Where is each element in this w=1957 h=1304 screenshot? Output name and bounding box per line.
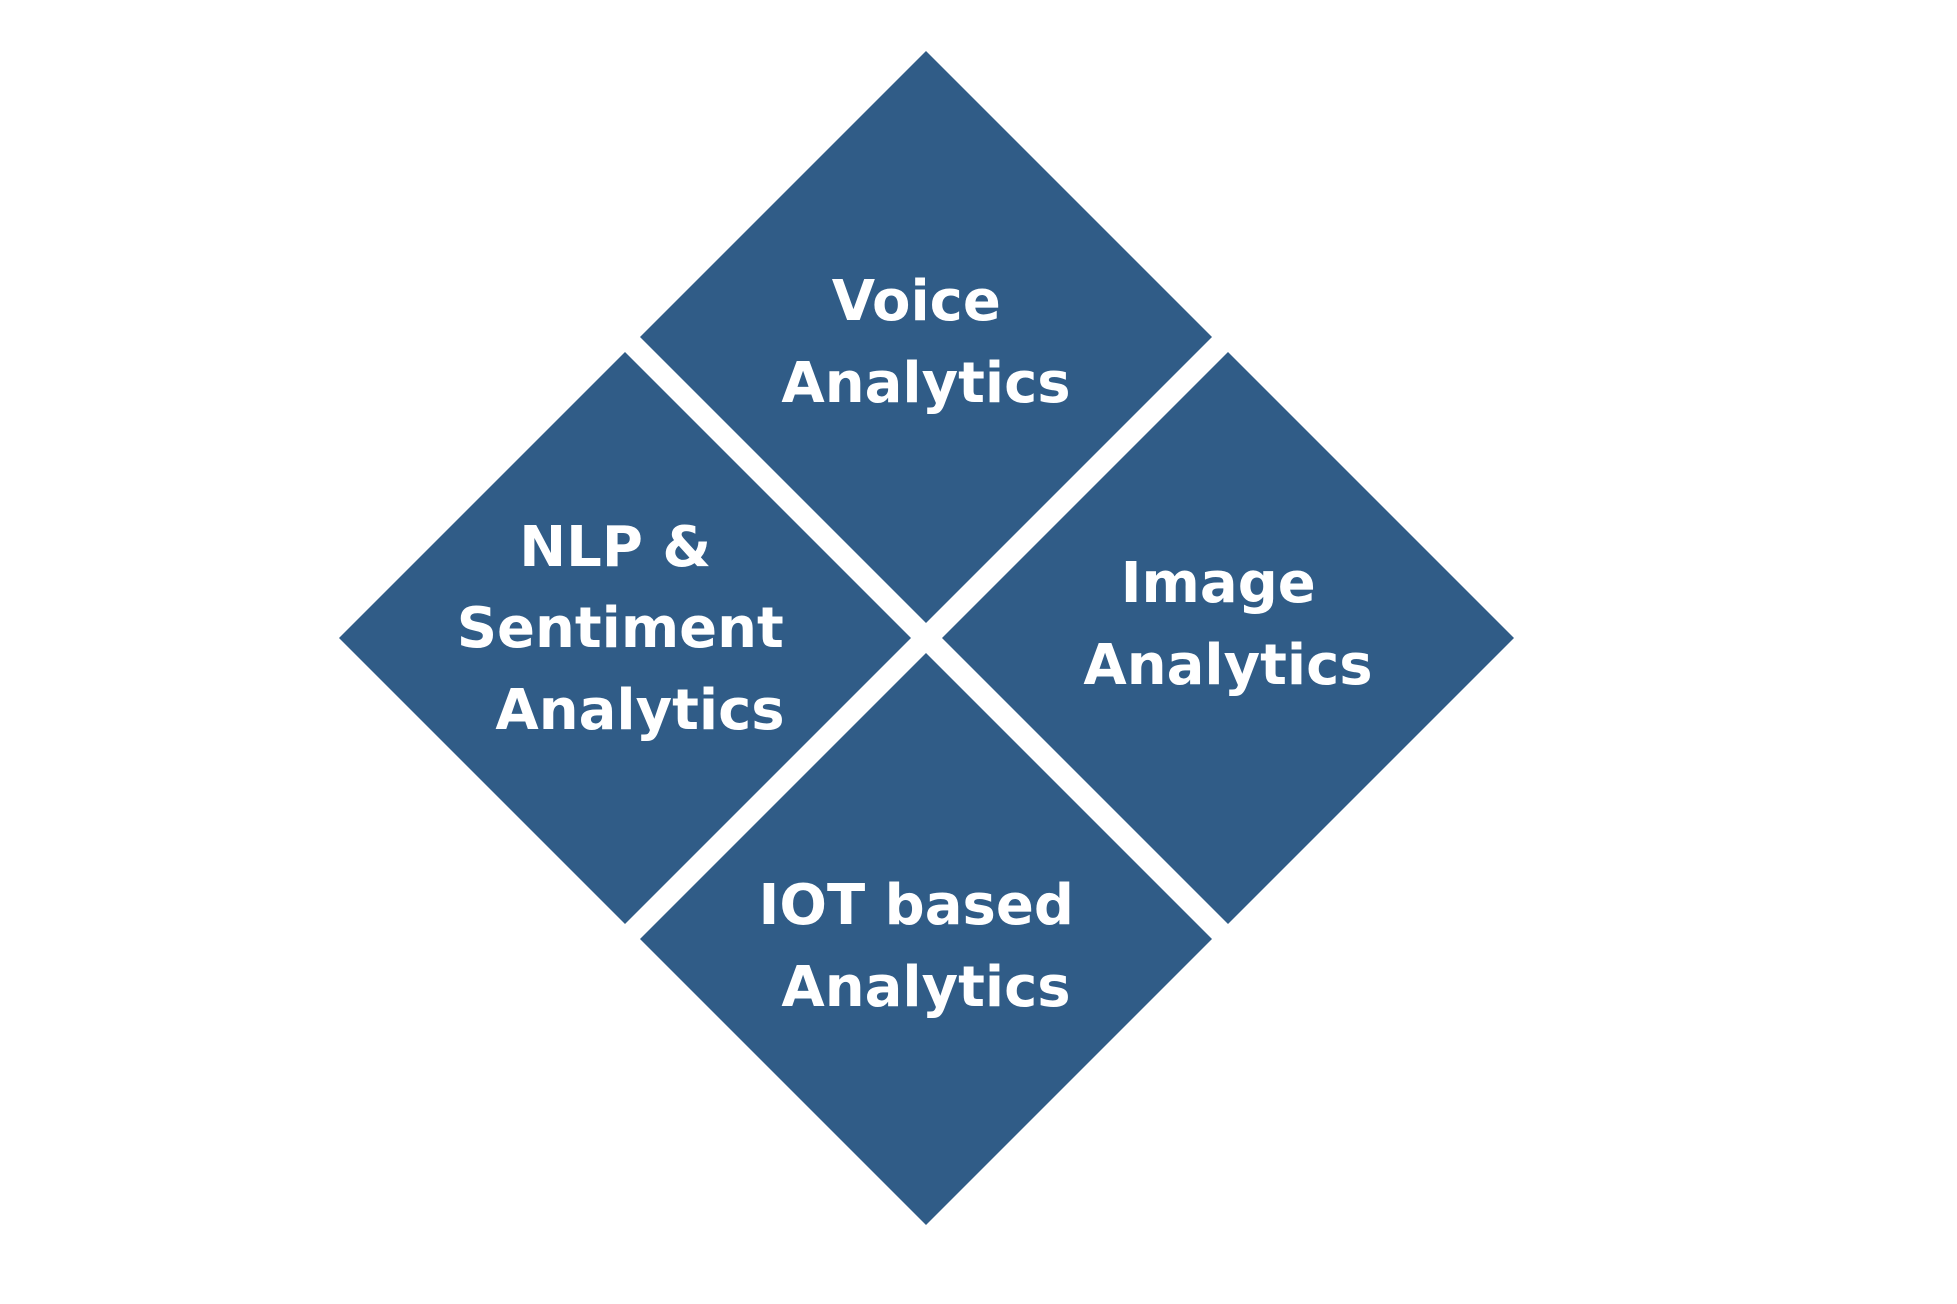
image-analytics-diamond bbox=[942, 352, 1514, 924]
iot-analytics-label: IOT based Analytics bbox=[759, 873, 1094, 1020]
nlp-sentiment-analytics-tile: NLP & Sentiment Analytics bbox=[339, 352, 911, 924]
nlp-sentiment-analytics-label: NLP & Sentiment Analytics bbox=[457, 515, 804, 743]
image-analytics-label-line-1: Image bbox=[1121, 551, 1316, 616]
voice-analytics-tile: Voice Analytics bbox=[640, 51, 1212, 623]
voice-analytics-diamond bbox=[640, 51, 1212, 623]
iot-analytics-label-line-2: Analytics bbox=[781, 955, 1070, 1020]
iot-analytics-tile: IOT based Analytics bbox=[640, 653, 1212, 1225]
nlp-sentiment-label-line-1: NLP & bbox=[519, 515, 711, 580]
image-analytics-tile: Image Analytics bbox=[942, 352, 1514, 924]
voice-analytics-label-line-2: Analytics bbox=[781, 351, 1070, 416]
nlp-sentiment-label-line-3: Analytics bbox=[495, 678, 784, 743]
image-analytics-label-line-2: Analytics bbox=[1083, 633, 1372, 698]
voice-analytics-label-line-1: Voice bbox=[832, 269, 1001, 334]
voice-analytics-label: Voice Analytics bbox=[781, 269, 1070, 416]
nlp-sentiment-analytics-diamond bbox=[339, 352, 911, 924]
nlp-sentiment-label-line-2: Sentiment bbox=[457, 596, 784, 661]
image-analytics-label: Image Analytics bbox=[1083, 551, 1372, 698]
iot-analytics-diamond bbox=[640, 653, 1212, 1225]
iot-analytics-label-line-1: IOT based bbox=[759, 873, 1074, 938]
